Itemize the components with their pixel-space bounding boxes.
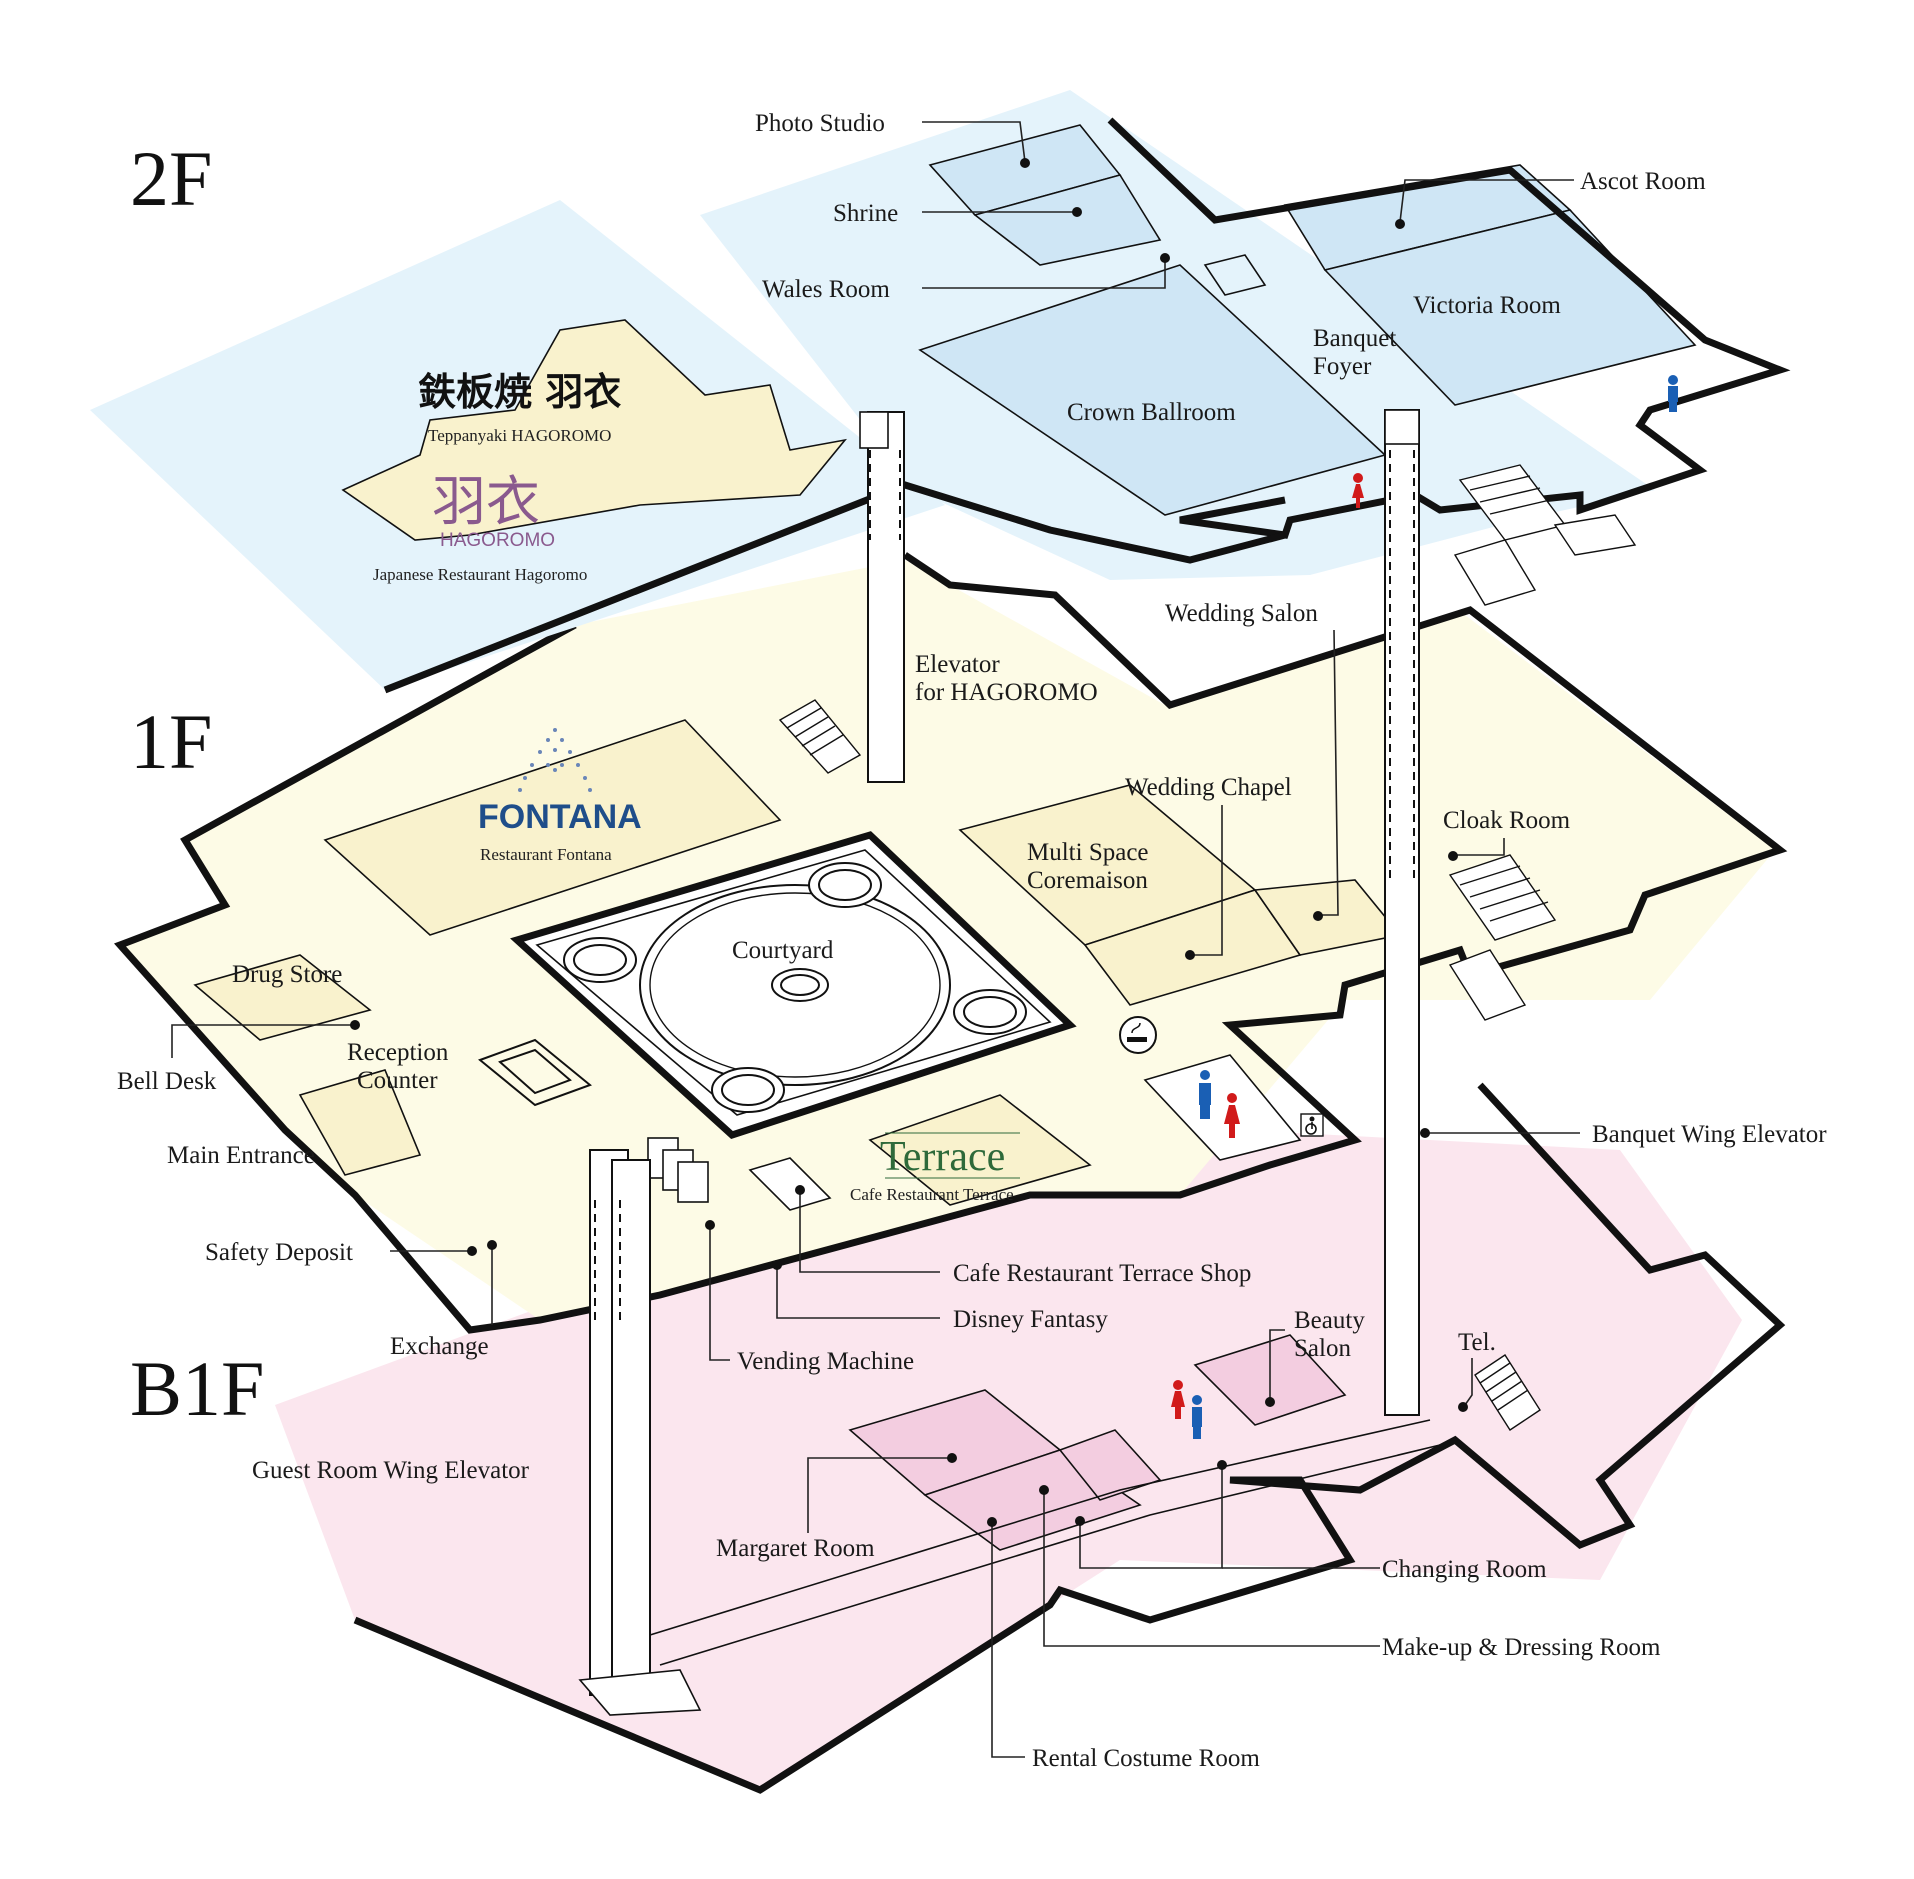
label-elevator-hagoromo-2: for HAGOROMO: [915, 679, 1098, 706]
label-banquet-foyer-1: Banquet: [1313, 325, 1396, 352]
hagoromo-logo-en: HAGOROMO: [440, 530, 555, 551]
terrace-caption: Cafe Restaurant Terrace: [850, 1185, 1014, 1204]
courtyard-inner: [535, 849, 1052, 1116]
elevator-guest-wing: [578, 1149, 702, 1716]
2f-labels: Photo Studio Shrine Wales Room Ascot Roo…: [755, 110, 1706, 426]
1f-room-reception: [298, 1069, 422, 1176]
courtyard-circle-inner: [649, 892, 941, 1078]
male-restroom-icon: [1199, 1070, 1211, 1119]
label-wales-room: Wales Room: [762, 276, 890, 303]
b1-corridor: [649, 1419, 1431, 1636]
label-elevator-hagoromo-1: Elevator: [915, 651, 1000, 678]
2f-room-victoria: [1323, 209, 1697, 406]
2f-room-wales: [1203, 254, 1267, 296]
smoking-area-icon: [1119, 1016, 1157, 1054]
1f-outer-wall: [114, 552, 1788, 1334]
b1-corridor-2: [659, 1444, 1441, 1666]
b1-outer-wall: [353, 1082, 1786, 1794]
label-wedding-salon: Wedding Salon: [1165, 600, 1318, 627]
terrace-logo-text: Terrace: [880, 1134, 1005, 1180]
1f-stairs-right: [1448, 854, 1557, 1021]
vending-machines: [647, 1137, 709, 1203]
1f-stairs-left: [778, 699, 862, 774]
courtyard-fountains: [563, 862, 1027, 1113]
b1-room-changing: [1058, 1429, 1162, 1501]
teppanyaki-logo-en: Teppanyaki HAGOROMO: [428, 426, 611, 445]
female-restroom-icon: [1171, 1380, 1185, 1419]
teppanyaki-logo-jp: 鉄板焼 羽衣: [418, 370, 621, 414]
label-changing-room: Changing Room: [1382, 1556, 1547, 1583]
fontana-caption: Restaurant Fontana: [480, 845, 612, 864]
elevator-hagoromo: [859, 411, 905, 783]
label-beauty-salon-2: Salon: [1294, 1335, 1351, 1362]
label-terrace-shop: Cafe Restaurant Terrace Shop: [953, 1260, 1251, 1287]
2f-room-shrine: [973, 174, 1162, 266]
label-photo-studio: Photo Studio: [755, 110, 885, 137]
floor-label-2f: 2F: [130, 135, 212, 222]
label-reception-1: Reception: [347, 1039, 449, 1066]
fontana-fountain-dots: [518, 728, 592, 792]
label-banquet-elevator: Banquet Wing Elevator: [1592, 1121, 1827, 1148]
2f-lower-wall: [383, 481, 1286, 694]
1f-room-fontana: [323, 719, 782, 936]
1f-room-terrace-shop: [748, 1157, 832, 1211]
label-reception-2: Counter: [357, 1067, 438, 1094]
male-restroom-icon: [1192, 1395, 1202, 1439]
label-crown-ballroom: Crown Ballroom: [1067, 399, 1236, 426]
female-restroom-icon: [1224, 1093, 1240, 1138]
reception-counter-shape: [478, 1038, 592, 1107]
label-tel: Tel.: [1458, 1329, 1496, 1356]
label-vending-machine: Vending Machine: [737, 1348, 914, 1375]
floor-label-1f: 1F: [130, 698, 212, 785]
hagoromo-logo-jp: 羽衣: [432, 470, 540, 533]
1f-restroom-block: [1143, 1054, 1302, 1161]
label-victoria-room: Victoria Room: [1413, 292, 1561, 319]
male-restroom-icon: [1668, 375, 1678, 412]
female-restroom-icon: [1352, 473, 1364, 508]
label-wedding-chapel: Wedding Chapel: [1125, 774, 1292, 801]
label-rental-costume: Rental Costume Room: [1032, 1745, 1260, 1772]
label-shrine: Shrine: [833, 200, 898, 227]
label-exchange: Exchange: [390, 1333, 489, 1360]
terrace-logo: Terrace Cafe Restaurant Terrace: [850, 1132, 1020, 1204]
fontana-logo-text: FONTANA: [478, 798, 642, 836]
elevator-banquet-wing: [1384, 409, 1420, 1416]
label-drug-store: Drug Store: [232, 961, 342, 988]
b1-stairs: [1474, 1354, 1541, 1431]
fontana-logo: FONTANA Restaurant Fontana: [478, 728, 642, 864]
2f-stairs: [1453, 464, 1637, 606]
hagoromo-caption: Japanese Restaurant Hagoromo: [373, 565, 587, 584]
wheelchair-icon: [1300, 1113, 1324, 1137]
label-banquet-foyer-2: Foyer: [1313, 353, 1372, 380]
1f-labels: Wedding Salon Elevator for HAGOROMO Wedd…: [117, 600, 1827, 1375]
label-multi-space-1: Multi Space: [1027, 839, 1149, 866]
b1-labels: Beauty Salon Tel. Guest Room Wing Elevat…: [252, 1307, 1661, 1772]
label-safety-deposit: Safety Deposit: [205, 1239, 353, 1266]
label-main-entrance: Main Entrance: [167, 1142, 315, 1169]
floor-label-b1: B1F: [130, 1345, 264, 1432]
2f-room-hagoromo: [341, 319, 847, 541]
label-courtyard: Courtyard: [732, 937, 834, 964]
2f-outer-wall: [1107, 117, 1791, 539]
floor-1f: 1F: [114, 552, 1788, 1334]
label-cloak-room: Cloak Room: [1443, 807, 1571, 834]
label-margaret-room: Margaret Room: [716, 1535, 875, 1562]
label-ascot-room: Ascot Room: [1580, 168, 1706, 195]
hagoromo-logo: 羽衣 HAGOROMO Japanese Restaurant Hagoromo: [373, 470, 587, 584]
label-makeup-room: Make-up & Dressing Room: [1382, 1634, 1661, 1661]
label-disney-fantasy: Disney Fantasy: [953, 1306, 1108, 1333]
label-beauty-salon-1: Beauty: [1294, 1307, 1365, 1334]
label-multi-space-2: Coremaison: [1027, 867, 1148, 894]
1f-room-drugstore: [193, 954, 372, 1041]
teppanyaki-logo: 鉄板焼 羽衣 Teppanyaki HAGOROMO: [418, 370, 621, 445]
label-guest-elevator: Guest Room Wing Elevator: [252, 1457, 530, 1484]
label-bell-desk: Bell Desk: [117, 1068, 217, 1095]
